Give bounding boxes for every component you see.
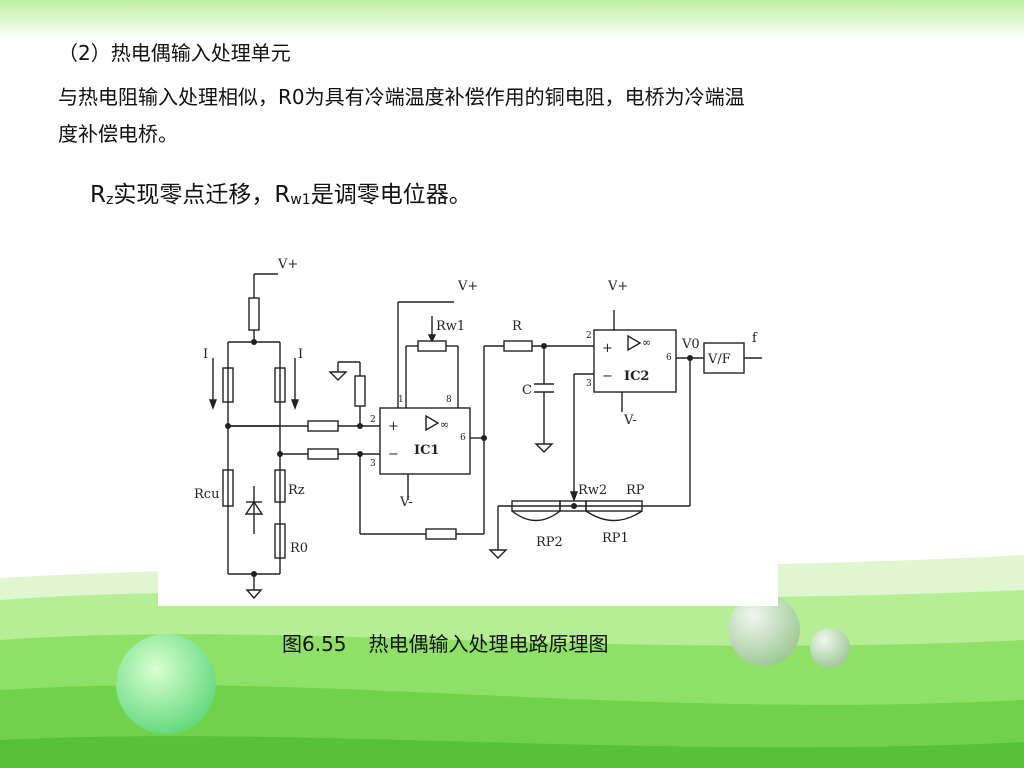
label-ic2-pin6: 6 xyxy=(666,353,672,363)
capacitor-ground xyxy=(534,443,554,453)
label-vplus-ic2: V+ xyxy=(607,279,628,294)
bottom-ground xyxy=(488,549,508,559)
label-rcu: Rcu xyxy=(194,487,219,502)
label-ic2-pin2: 2 xyxy=(586,331,592,341)
label-pin1: 1 xyxy=(398,395,404,405)
label-r: R xyxy=(512,319,523,334)
input-resistor-2 xyxy=(307,448,339,460)
section-heading: （2）热电偶输入处理单元 xyxy=(58,41,291,65)
decor-bubble-large xyxy=(116,634,216,734)
label-ic1-pin6: 6 xyxy=(460,433,466,443)
label-current-left: I xyxy=(203,347,208,362)
bridge-resistor-left xyxy=(222,367,234,403)
zero-adjust-note: Rz实现零点迁移，Rw1是调零电位器。 xyxy=(90,182,472,208)
label-ic2-plus: + xyxy=(602,341,613,356)
label-vf: V/F xyxy=(707,352,731,367)
paragraph-line-1: 与热电阻输入处理相似，R0为具有冷端温度补偿作用的铜电阻，电桥为冷端温 xyxy=(58,85,745,109)
rz-resistor xyxy=(274,469,286,503)
ic2-amplifier xyxy=(593,329,677,393)
paragraph-line-2: 度补偿电桥。 xyxy=(58,122,178,146)
label-ic1-pin2: 2 xyxy=(370,415,376,425)
figure-number: 图6.55 xyxy=(282,632,347,656)
bias-resistor xyxy=(354,375,366,407)
label-rp: RP xyxy=(626,483,645,498)
input-resistor-1 xyxy=(307,420,339,432)
decor-bubble-small xyxy=(810,628,850,668)
figure-caption: 图6.55 热电偶输入处理电路原理图 xyxy=(282,628,609,657)
ic1-amplifier xyxy=(379,407,471,475)
label-rw2: Rw2 xyxy=(578,483,607,498)
decor-bubble-medium xyxy=(728,594,800,666)
label-ic2: IC2 xyxy=(624,369,649,384)
label-c: C xyxy=(522,383,532,398)
thermocouple-circuit-diagram: V+ V+ V+ V- V- I I Rcu Rz R0 Rw1 R C IC1… xyxy=(158,238,778,606)
label-rz: Rz xyxy=(288,483,305,498)
label-v0: V0 xyxy=(681,337,700,352)
supply-resistor xyxy=(248,297,260,331)
label-ic1-pin3: 3 xyxy=(370,459,376,469)
label-vminus-ic1: V- xyxy=(399,495,413,510)
label-ic1-infinity: ∞ xyxy=(440,418,449,431)
label-ic2-pin3: 3 xyxy=(586,379,592,389)
rp-resistor xyxy=(585,500,643,512)
filter-resistor xyxy=(503,340,533,352)
label-pin8: 8 xyxy=(446,395,452,405)
label-ic1: IC1 xyxy=(414,443,439,458)
r0-resistor xyxy=(274,523,286,559)
label-vplus-ic1: V+ xyxy=(457,279,478,294)
label-rw1: Rw1 xyxy=(436,319,465,334)
label-vminus-ic2: V- xyxy=(623,413,637,428)
label-r0: R0 xyxy=(290,541,308,556)
label-vplus-top: V+ xyxy=(277,257,298,272)
label-f: f xyxy=(752,331,758,346)
label-rp2: RP2 xyxy=(536,535,563,550)
label-rp1: RP1 xyxy=(602,531,629,546)
ground-symbol xyxy=(245,589,263,600)
label-current-right: I xyxy=(298,347,303,362)
figure-title: 热电偶输入处理电路原理图 xyxy=(368,632,609,656)
bridge-resistor-right xyxy=(274,367,286,403)
label-ic2-minus: − xyxy=(602,369,613,384)
feedback-resistor xyxy=(425,528,457,540)
label-ic1-minus: − xyxy=(388,447,399,462)
label-ic1-plus: + xyxy=(388,419,399,434)
label-ic2-infinity: ∞ xyxy=(642,336,651,349)
rcu-resistor xyxy=(222,469,234,507)
